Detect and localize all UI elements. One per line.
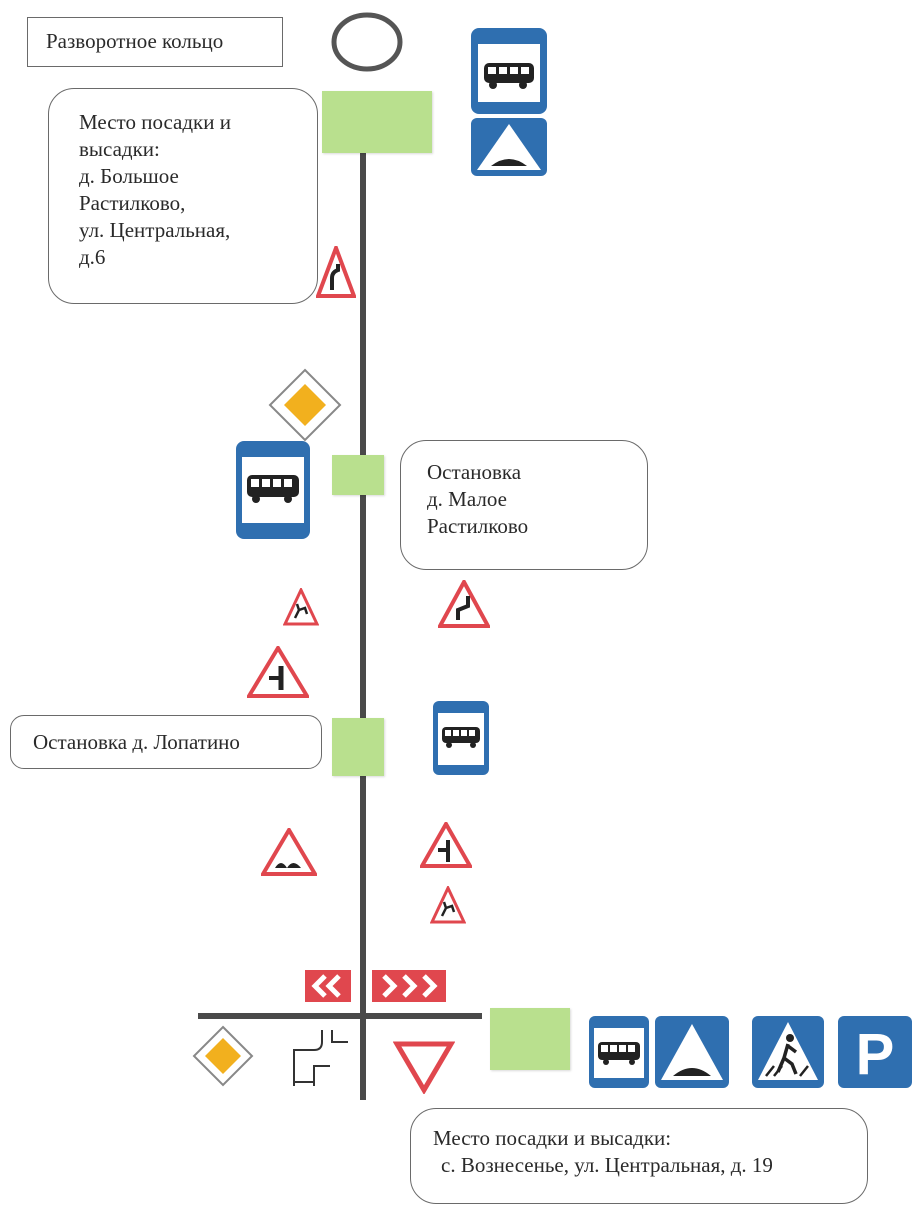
intersection-marking-icon [293, 1030, 348, 1086]
end-place-address: с. Вознесенье, ул. Центральная, д. 19 [441, 1153, 773, 1177]
start-place-line-1: д. Большое [79, 164, 179, 188]
end-place-box: Место посадки и высадки: с. Вознесенье, … [410, 1108, 868, 1204]
wild-animals-icon [283, 588, 319, 626]
speed-bump-icon-end [655, 1016, 729, 1088]
turn-direction-right-icon [372, 970, 446, 1002]
turnaround-ring [331, 12, 403, 72]
bus-stop-icon [471, 28, 547, 114]
start-place-line-4: д.6 [79, 245, 106, 269]
stop-malo-line-2: д. Малое [427, 487, 507, 511]
bus-stop-icon-malo [236, 441, 310, 539]
start-place-title: Место посадки и высадки: [79, 110, 231, 161]
stop-malo-line-1: Остановка [427, 460, 522, 484]
turnaround-label: Разворотное кольцо [27, 17, 283, 67]
bus-stop-icon-end [589, 1016, 649, 1088]
dangerous-curve-icon [316, 246, 356, 298]
speed-bump-icon [471, 118, 547, 176]
stop-area-end [490, 1008, 570, 1070]
parking-icon: P [838, 1016, 912, 1088]
side-road-junction-icon [247, 646, 309, 698]
turn-direction-left-icon [305, 970, 351, 1002]
uneven-road-icon [261, 828, 317, 876]
priority-road-icon [268, 368, 342, 442]
side-road-junction-icon-2 [420, 822, 472, 868]
start-place-line-2: Растилково, [79, 191, 186, 215]
end-place-title: Место посадки и высадки: [433, 1126, 672, 1150]
stop-lopatino-box: Остановка д. Лопатино [10, 715, 322, 769]
stop-area-malo [332, 455, 384, 495]
yield-icon [393, 1041, 455, 1094]
stop-area-start [322, 91, 432, 153]
bus-stop-icon-lopatino [433, 701, 489, 775]
stop-malo-box: Остановка д. Малое Растилково [400, 440, 648, 570]
parking-letter: P [856, 1022, 895, 1087]
start-place-box: Место посадки и высадки: д. Большое Раст… [48, 88, 318, 304]
priority-road-icon-2 [192, 1025, 254, 1087]
pedestrian-crossing-icon [752, 1016, 824, 1088]
double-curve-icon [438, 580, 490, 628]
start-place-line-3: ул. Центральная, [79, 218, 231, 242]
stop-area-lopatino [332, 718, 384, 776]
wild-animals-icon-2 [430, 886, 466, 924]
stop-malo-line-3: Растилково [427, 514, 529, 538]
